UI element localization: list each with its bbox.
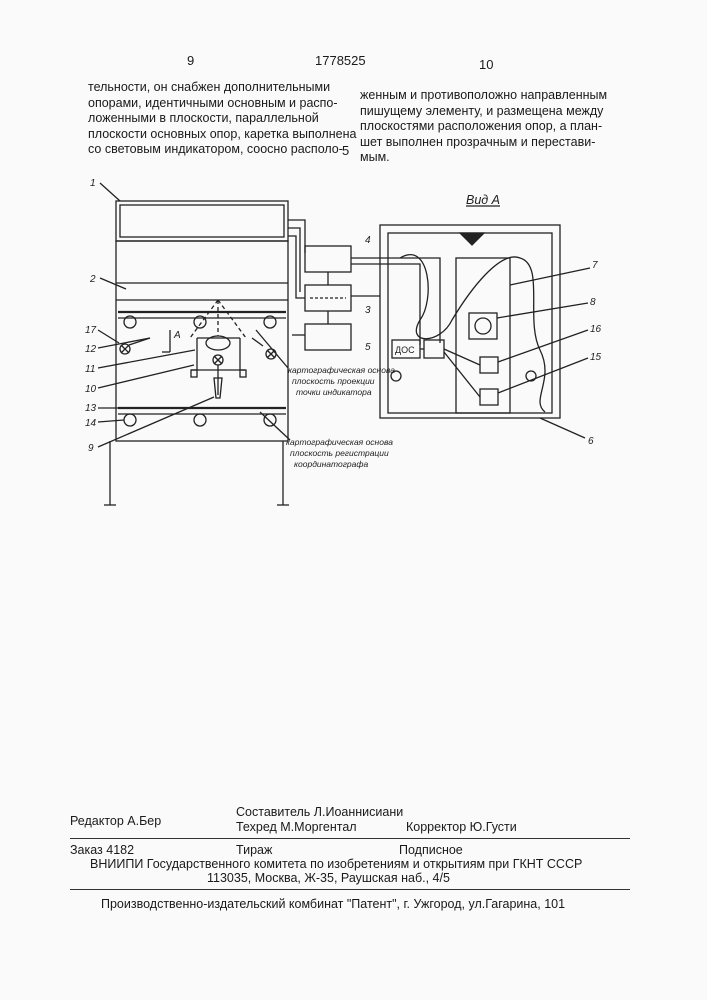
note-upper-line: точки индикатора	[296, 387, 372, 397]
block-doc-label: ДОС	[395, 345, 415, 355]
label-6: 6	[588, 436, 594, 447]
techred: Техред М.Моргентал	[236, 820, 357, 834]
view-caption: Вид А	[466, 193, 500, 207]
editor: Редактор А.Бер	[70, 814, 161, 828]
label-3: 3	[365, 305, 371, 316]
support-ball	[124, 414, 136, 426]
block-8	[469, 313, 497, 339]
footer-divider	[70, 838, 630, 839]
footer-divider	[70, 889, 630, 890]
note-upper-line: картографическая основа	[288, 365, 395, 375]
view-frame	[380, 225, 560, 418]
label-7: 7	[592, 260, 598, 271]
block-4	[305, 246, 351, 272]
support-ball	[264, 414, 276, 426]
block-small	[424, 340, 444, 358]
label-17: 17	[85, 325, 97, 336]
compiler: Составитель Л.Иоаннисиани	[236, 805, 403, 819]
order: Заказ 4182	[70, 843, 134, 857]
label-14: 14	[85, 418, 97, 429]
note-lower-line: плоскость регистрации	[290, 448, 389, 458]
subscription: Подписное	[399, 843, 463, 857]
top-unit-box	[116, 201, 288, 241]
label-9: 9	[88, 443, 94, 454]
label-8: 8	[590, 297, 596, 308]
label-4: 4	[365, 235, 371, 246]
block-16	[480, 357, 498, 373]
note-lower-line: картографическая основа	[286, 437, 393, 447]
note-upper-line: плоскость проекции	[292, 376, 375, 386]
label-10: 10	[85, 384, 97, 395]
corrector: Корректор Ю.Густи	[406, 820, 517, 834]
arrow-label: А	[173, 330, 181, 341]
label-12: 12	[85, 344, 97, 355]
block-15	[480, 389, 498, 405]
institute: ВНИИПИ Государственного комитета по изоб…	[90, 857, 582, 871]
label-1: 1	[90, 178, 96, 189]
note-lower-line: координатографа	[294, 459, 368, 469]
block-5	[305, 324, 351, 350]
label-13: 13	[85, 403, 97, 414]
circulation: Тираж	[236, 843, 272, 857]
support-ball	[194, 414, 206, 426]
label-11: 11	[85, 364, 95, 375]
label-2: 2	[89, 274, 96, 285]
technical-drawing: Вид А А 1 2 17 12 11 10 13 14 9 4 3 5 7 …	[0, 0, 707, 520]
label-15: 15	[590, 352, 602, 363]
label-5: 5	[365, 342, 371, 353]
label-16: 16	[590, 324, 602, 335]
publisher: Производственно-издательский комбинат "П…	[101, 897, 565, 911]
address: 113035, Москва, Ж-35, Раушская наб., 4/5	[207, 871, 450, 885]
